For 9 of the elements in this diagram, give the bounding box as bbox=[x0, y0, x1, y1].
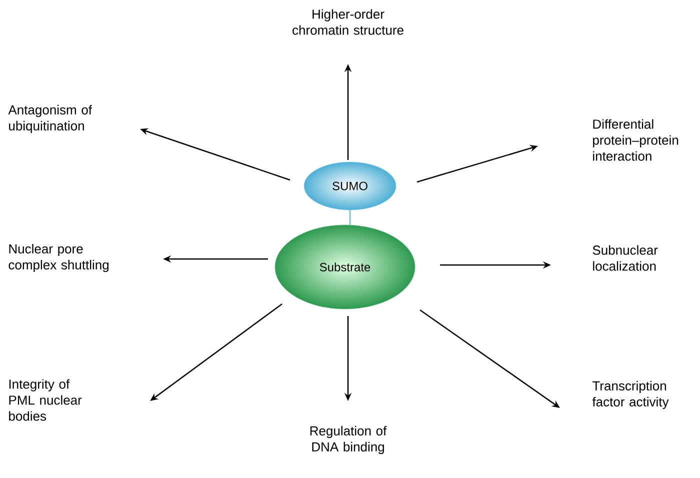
function-label: Transcription factor activity bbox=[592, 380, 669, 410]
function-label: Antagonism of ubiquitination bbox=[8, 104, 92, 134]
function-label: Differential protein–protein interaction bbox=[593, 119, 678, 161]
function-label: Nuclear pore complex shuttling bbox=[8, 244, 109, 272]
connector-line bbox=[349, 210, 351, 225]
function-label: Integrity of PML nuclear bodies bbox=[9, 379, 82, 421]
function-label: Subnuclear localization bbox=[592, 245, 658, 271]
function-label: Regulation of DNA binding bbox=[310, 426, 387, 454]
function-label: Higher-order chromatin structure bbox=[292, 9, 404, 35]
